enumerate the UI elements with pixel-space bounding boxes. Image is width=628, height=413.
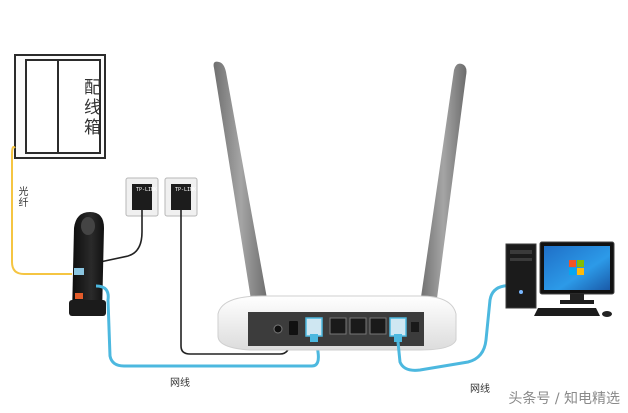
lan-connector [389, 317, 407, 342]
wireless-router [217, 295, 457, 351]
watermark: 头条号 / 知电精选 [508, 391, 620, 407]
distribution-box-label: 配线箱 [80, 78, 100, 138]
wall-plate-left [125, 177, 159, 217]
wall-plate-right [164, 177, 198, 217]
cable-label-left: 网线 [170, 378, 190, 389]
distribution-box [14, 54, 106, 159]
phone-cable [99, 210, 143, 263]
wan-connector [305, 317, 323, 342]
desktop-computer [505, 241, 615, 317]
fiber-cable [11, 145, 72, 275]
plate-brand-left: TP-LINK [136, 187, 158, 193]
ethernet-cable-pc [396, 282, 521, 372]
cable-label-right: 网线 [470, 384, 490, 395]
plate-brand-right: TP-LINK [175, 187, 197, 193]
ethernet-cable-modem [95, 284, 320, 368]
optical-modem [69, 212, 106, 316]
antenna-right [420, 63, 467, 306]
antenna-left [213, 61, 268, 306]
fiber-label: 光纤 [16, 186, 27, 208]
